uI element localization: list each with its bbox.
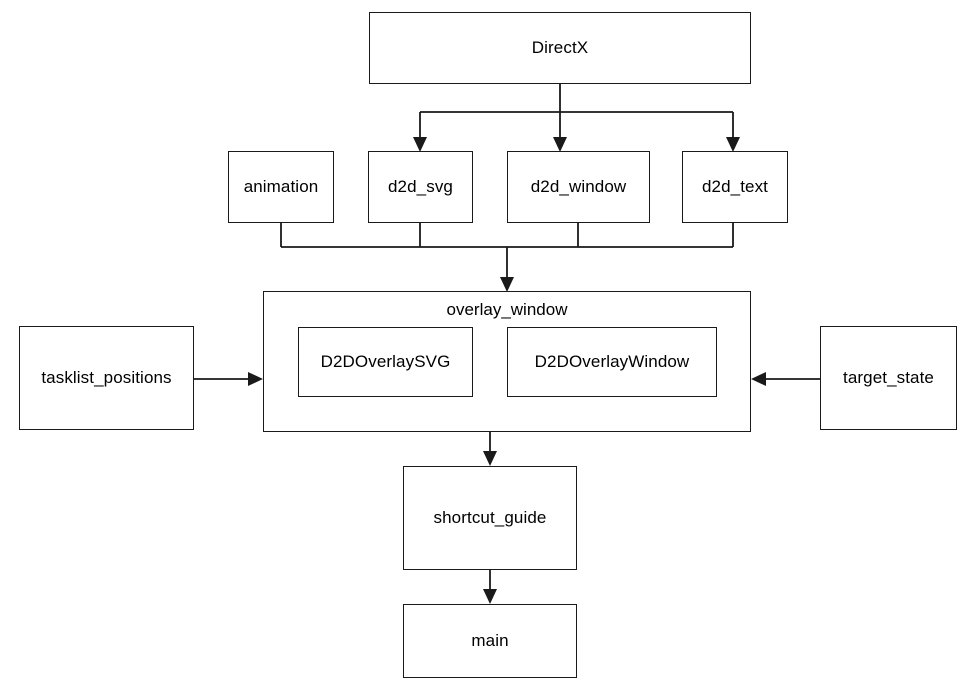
node-d2d-overlay-svg-label: D2DOverlaySVG [320, 352, 451, 372]
arrowhead-shortcutguide [483, 451, 497, 466]
node-d2d-svg[interactable]: d2d_svg [368, 151, 473, 223]
node-animation-label: animation [243, 177, 319, 197]
arrowhead-overlaywindow-right [751, 372, 766, 386]
node-shortcut-guide-label: shortcut_guide [433, 508, 547, 528]
node-d2d-overlay-window-label: D2DOverlayWindow [534, 352, 690, 372]
node-shortcut-guide[interactable]: shortcut_guide [403, 466, 577, 570]
node-d2d-text[interactable]: d2d_text [682, 151, 788, 223]
node-d2d-overlay-window[interactable]: D2DOverlayWindow [507, 327, 717, 397]
node-target-state[interactable]: target_state [820, 326, 957, 430]
arrowhead-d2dtext [726, 137, 740, 152]
node-tasklist-positions-label: tasklist_positions [41, 368, 172, 388]
arrowhead-d2dsvg [413, 137, 427, 152]
node-directx[interactable]: DirectX [369, 12, 751, 84]
node-d2d-window[interactable]: d2d_window [507, 151, 650, 223]
node-main-label: main [471, 631, 509, 651]
arrowhead-main [483, 589, 497, 604]
node-animation[interactable]: animation [228, 151, 334, 223]
node-d2d-window-label: d2d_window [530, 177, 627, 197]
node-main[interactable]: main [403, 604, 577, 678]
arrowhead-overlaywindow-top [500, 277, 514, 292]
arrowhead-overlaywindow-left [248, 372, 263, 386]
arrowhead-d2dwindow [553, 137, 567, 152]
node-overlay-window-label: overlay_window [446, 300, 568, 319]
node-d2d-svg-label: d2d_svg [388, 177, 453, 197]
node-d2d-overlay-svg[interactable]: D2DOverlaySVG [298, 327, 473, 397]
node-d2d-text-label: d2d_text [701, 177, 769, 197]
node-tasklist-positions[interactable]: tasklist_positions [19, 326, 194, 430]
node-target-state-label: target_state [843, 368, 934, 388]
node-directx-label: DirectX [531, 38, 589, 58]
